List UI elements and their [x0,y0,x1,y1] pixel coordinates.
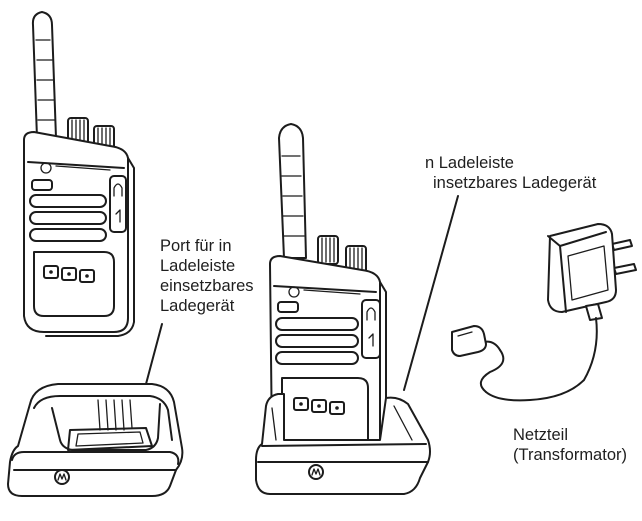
label-port-line-1: Port für in [160,237,232,255]
label-port-line-4: Ladegerät [160,297,235,315]
label-power-adapter: Netzteil (Transformator) [513,425,627,465]
label-port-line-3: einsetzbares [160,277,254,295]
label-insert-line-1: n Ladeleiste [425,154,514,172]
radio-left [23,11,135,337]
leader-lines [145,195,459,391]
charger-base-docked [255,393,431,495]
charger-base-left [7,383,184,497]
knob-right-2 [345,245,367,275]
label-insert-line-2: insetzbares Ladegerät [433,174,597,192]
label-adapter-line-1: Netzteil [513,426,569,444]
label-charger-insert: n Ladeleiste insetzbares Ladegerät [425,153,596,193]
power-adapter [451,223,637,402]
knob-right-1 [317,235,339,265]
radio-docked [269,123,387,447]
label-port-in-charger: Port für in Ladeleiste einsetzbares Lade… [160,236,254,316]
label-adapter-line-2: (Transformator) [513,446,627,464]
leader-port [145,323,163,385]
knob-left-1 [67,117,89,145]
leader-insert [403,195,459,391]
label-port-line-2: Ladeleiste [160,257,236,275]
